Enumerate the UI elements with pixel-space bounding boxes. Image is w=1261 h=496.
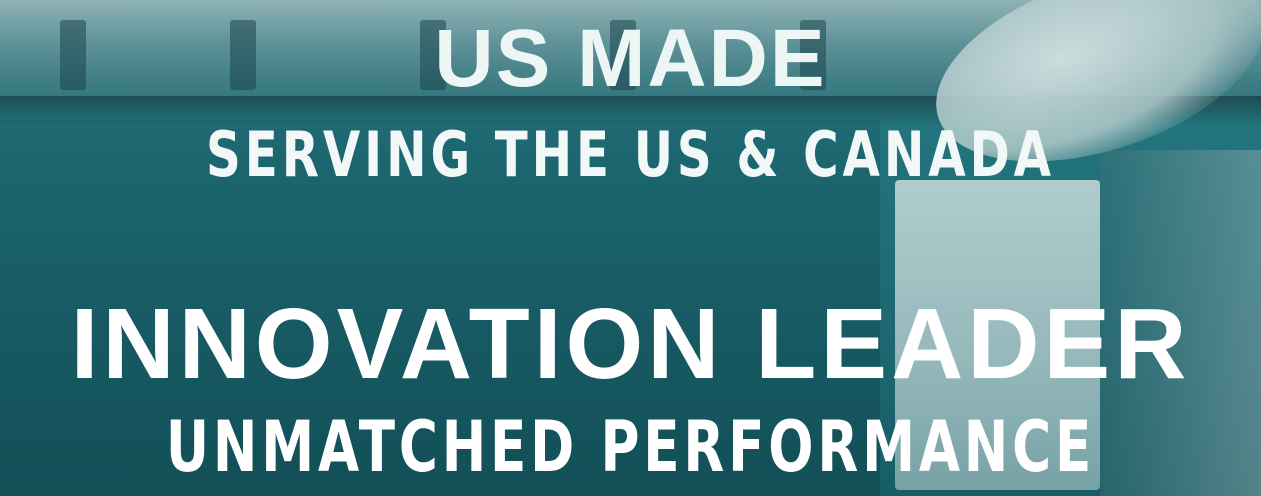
headline-us-made: US MADE: [434, 13, 827, 104]
headline-innovation-leader: INNOVATION LEADER: [70, 288, 1191, 400]
subheadline-performance: UNMATCHED PERFORMANCE: [165, 406, 1096, 488]
subheadline-serving: SERVING THE US & CANADA: [206, 118, 1055, 191]
